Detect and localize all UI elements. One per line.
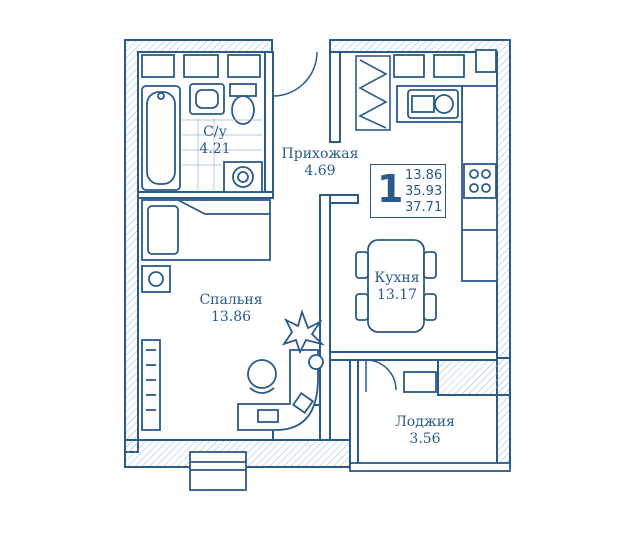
wardrobe-icon (355, 55, 391, 131)
hallway-label: Прихожая 4.69 (272, 146, 368, 180)
bedroom-label: Спальня 13.86 (186, 292, 276, 326)
area-summary-box: 1 13.86 35.93 37.71 (370, 164, 446, 218)
living-area: 13.86 (405, 168, 443, 183)
toilet-icon (229, 83, 257, 97)
kitchen-name: Кухня (374, 270, 420, 286)
stove-icon (463, 163, 497, 199)
kitchen-label: Кухня 13.17 (362, 270, 432, 304)
bathroom-label: С/у 4.21 (190, 124, 240, 158)
entrance-door (272, 51, 318, 97)
bedroom-wardrobe-icon (141, 339, 161, 431)
kitchen-area: 13.17 (376, 287, 418, 303)
room-count: 1 (377, 167, 404, 211)
loggia-area: 3.56 (409, 431, 441, 447)
loggia-label: Лоджия 3.56 (390, 414, 460, 448)
loggia-name: Лоджия (395, 414, 455, 430)
dining-table-icon (367, 239, 425, 333)
windows (141, 49, 511, 491)
bedroom-area: 13.86 (210, 309, 252, 325)
bathroom-tiles (182, 118, 262, 190)
loggia-door (365, 359, 397, 392)
radiator-icon (403, 371, 437, 393)
hallway-name: Прихожая (281, 146, 359, 162)
bathroom-area: 4.21 (199, 141, 231, 157)
total-area-excl-loggia: 35.93 (405, 184, 443, 199)
total-area: 37.71 (405, 200, 443, 215)
kitchen-fixtures (355, 85, 498, 393)
area-values: 13.86 35.93 37.71 (405, 168, 442, 216)
bedroom-name: Спальня (199, 292, 263, 308)
bathroom-name: С/у (203, 124, 227, 140)
bedroom-furniture (141, 199, 325, 431)
hallway-area: 4.69 (304, 163, 336, 179)
bathroom-fixtures (141, 83, 263, 193)
plant-icon (281, 309, 325, 355)
office-chair-icon (247, 359, 277, 389)
